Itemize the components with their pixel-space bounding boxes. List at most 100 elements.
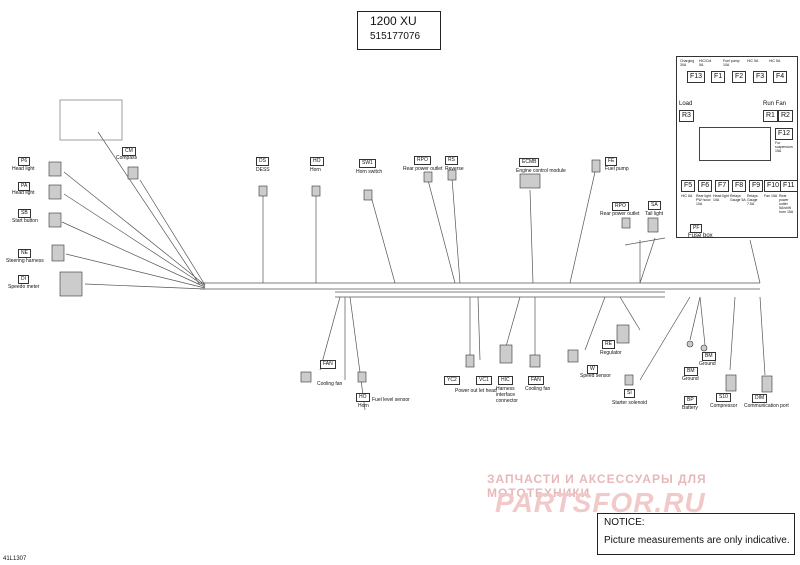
cooling-fan-bottom-connector-shape [529, 354, 541, 368]
fuse-f1: F1 [711, 71, 726, 83]
fuse-note-bottom-0: HIC 6A [681, 194, 693, 198]
fuse-note-bottom-3: Relays Gauge 5A [730, 194, 746, 202]
steering-harness-connector-shape [51, 244, 65, 262]
bottom-branch-wires [319, 296, 766, 411]
notice-box: NOTICE: Picture measurements are only in… [597, 513, 795, 555]
rear-power-outlet-code: RPO [414, 156, 431, 165]
horn-bottom-code: HO [356, 393, 370, 402]
start-button-label: Start button [12, 218, 38, 224]
fuse-f8: F8 [732, 180, 747, 192]
speed-sensor-label: Speed sensor [580, 373, 611, 379]
compass-code: CM [122, 147, 136, 156]
regulator-label: Regulator [600, 350, 622, 356]
fuse-note-bottom-4: Relays Gauge 7.5A [747, 194, 758, 206]
left-branch-wires [61, 131, 206, 290]
cooling-fan-bottom-code: FAN [528, 376, 544, 385]
fuse-box-code: PF [690, 224, 703, 233]
ecm-connector-shape [519, 173, 541, 189]
horn-bottom-label: Horn [358, 403, 369, 409]
horn-label: Horn [310, 167, 321, 173]
harness-interface-connector-shape [499, 344, 513, 364]
reverse-connector-shape [447, 169, 457, 181]
battery-label: Battery [682, 405, 698, 411]
load-label: Load [679, 101, 693, 107]
notice-heading: NOTICE: [604, 517, 645, 528]
speed-sensor-code: W [587, 365, 598, 374]
ecm-label: Engine control module [516, 168, 566, 174]
horn-switch-code: SW1 [359, 159, 376, 168]
fuse-f12: F12 [775, 128, 794, 140]
fuse-note-bottom-2: Head light 10A [713, 194, 729, 202]
compressor-label: Compressor [710, 403, 738, 409]
fuse-f12-note: For suspension 15A [775, 141, 793, 153]
communication-port-label: Communication port [744, 403, 789, 409]
regulator-code: RE [602, 340, 615, 349]
head-light-connector-shape-2 [48, 184, 62, 200]
relay-r2: R2 [778, 110, 793, 122]
vc1-code: VC1 [476, 376, 492, 385]
harness-interface-label: Harness interface connector [496, 386, 518, 404]
run-fan-label: Run Fan [763, 101, 787, 107]
part-number: 515177076 [370, 31, 421, 42]
notice-text: Picture measurements are only indicative… [604, 535, 790, 546]
fuse-f9: F9 [749, 180, 764, 192]
rear-power-outlet-label: Rear power outlet [403, 166, 443, 172]
start-button-code: SB [18, 209, 31, 218]
rpo-right-code: RPO [612, 202, 629, 211]
rear-power-outlet-connector-shape [423, 171, 433, 183]
relay-r3: R3 [679, 110, 694, 122]
model-name: 1200 XU [370, 14, 417, 28]
reverse-label: Reverse [445, 166, 464, 172]
head-light-2-code: PA [18, 182, 31, 191]
ecm-code: ECMB [519, 158, 540, 167]
ground-a-label: Ground [682, 376, 699, 382]
ground-terminal-a [700, 344, 708, 352]
starter-solenoid-code: SI [624, 389, 635, 398]
horn-switch-connector-shape [363, 189, 373, 201]
power-out-let-head-label: Power out let head [455, 388, 497, 394]
fuse-f2: F2 [732, 71, 747, 83]
fuse-f3: F3 [753, 71, 768, 83]
dess-label: DESS [256, 167, 270, 173]
fuse-f11: F11 [780, 180, 798, 192]
compressor-connector-shape [725, 374, 737, 392]
steering-harness-label: Steering harness [6, 258, 44, 264]
cooling-fan-connector-shape [300, 371, 312, 383]
head-light-2-label: Head light [12, 190, 35, 196]
fuse-f4: F4 [773, 71, 788, 83]
title-box: 1200 XU 515177076 [357, 11, 441, 50]
speedo-meter-connector-shape [59, 271, 83, 297]
ground-a-code: BM [684, 367, 698, 376]
fuse-note-top-4: HIC 5A [769, 59, 781, 63]
watermark-line1: ЗАПЧАСТИ И АКСЕССУАРЫ ДЛЯ МОТОТЕХНИКИ [487, 472, 707, 500]
cooling-fan-label: Cooling fan [317, 381, 343, 387]
dess-code: DS [256, 157, 269, 166]
fuse-f13: F13 [687, 71, 706, 83]
yc2-code: YC2 [444, 376, 460, 385]
cooling-fan-code: FAN [320, 360, 336, 369]
speed-sensor-connector-shape [567, 349, 579, 363]
figure-reference: 41L1307 [3, 556, 27, 562]
head-light-connector-shape-1 [48, 161, 62, 177]
power-outlet-connector-shape [465, 354, 475, 368]
speedo-meter-label: Speedo meter [8, 284, 40, 290]
rear-power-outlet-right-shape [621, 217, 631, 229]
fuse-note-bottom-5: Fan 15A [764, 194, 778, 198]
fuse-f7: F7 [715, 180, 730, 192]
reverse-code: RS [445, 156, 458, 165]
main-trunk-wire [200, 282, 760, 298]
horn-switch-label: Horn switch [356, 169, 383, 175]
fuse-note-top-3: HIC 5A [747, 59, 759, 63]
communication-port-connector-shape [761, 375, 773, 393]
fuse-box-panel: Charging 30A HIC/Cdi 5A Fuel pump 10A HI… [676, 56, 798, 238]
head-light-1-code: P6 [18, 157, 31, 166]
head-light-1-label: Head light [12, 166, 35, 172]
fuel-pump-code: FE [605, 157, 618, 166]
start-button-connector-shape [48, 212, 62, 228]
fuel-pump-connector-shape [591, 159, 601, 173]
fuse-f6: F6 [698, 180, 713, 192]
fuse-note-top-2: Fuel pump 10A [723, 59, 740, 67]
compressor-code: S10 [716, 393, 731, 402]
fuse-block-diagram [699, 127, 771, 161]
